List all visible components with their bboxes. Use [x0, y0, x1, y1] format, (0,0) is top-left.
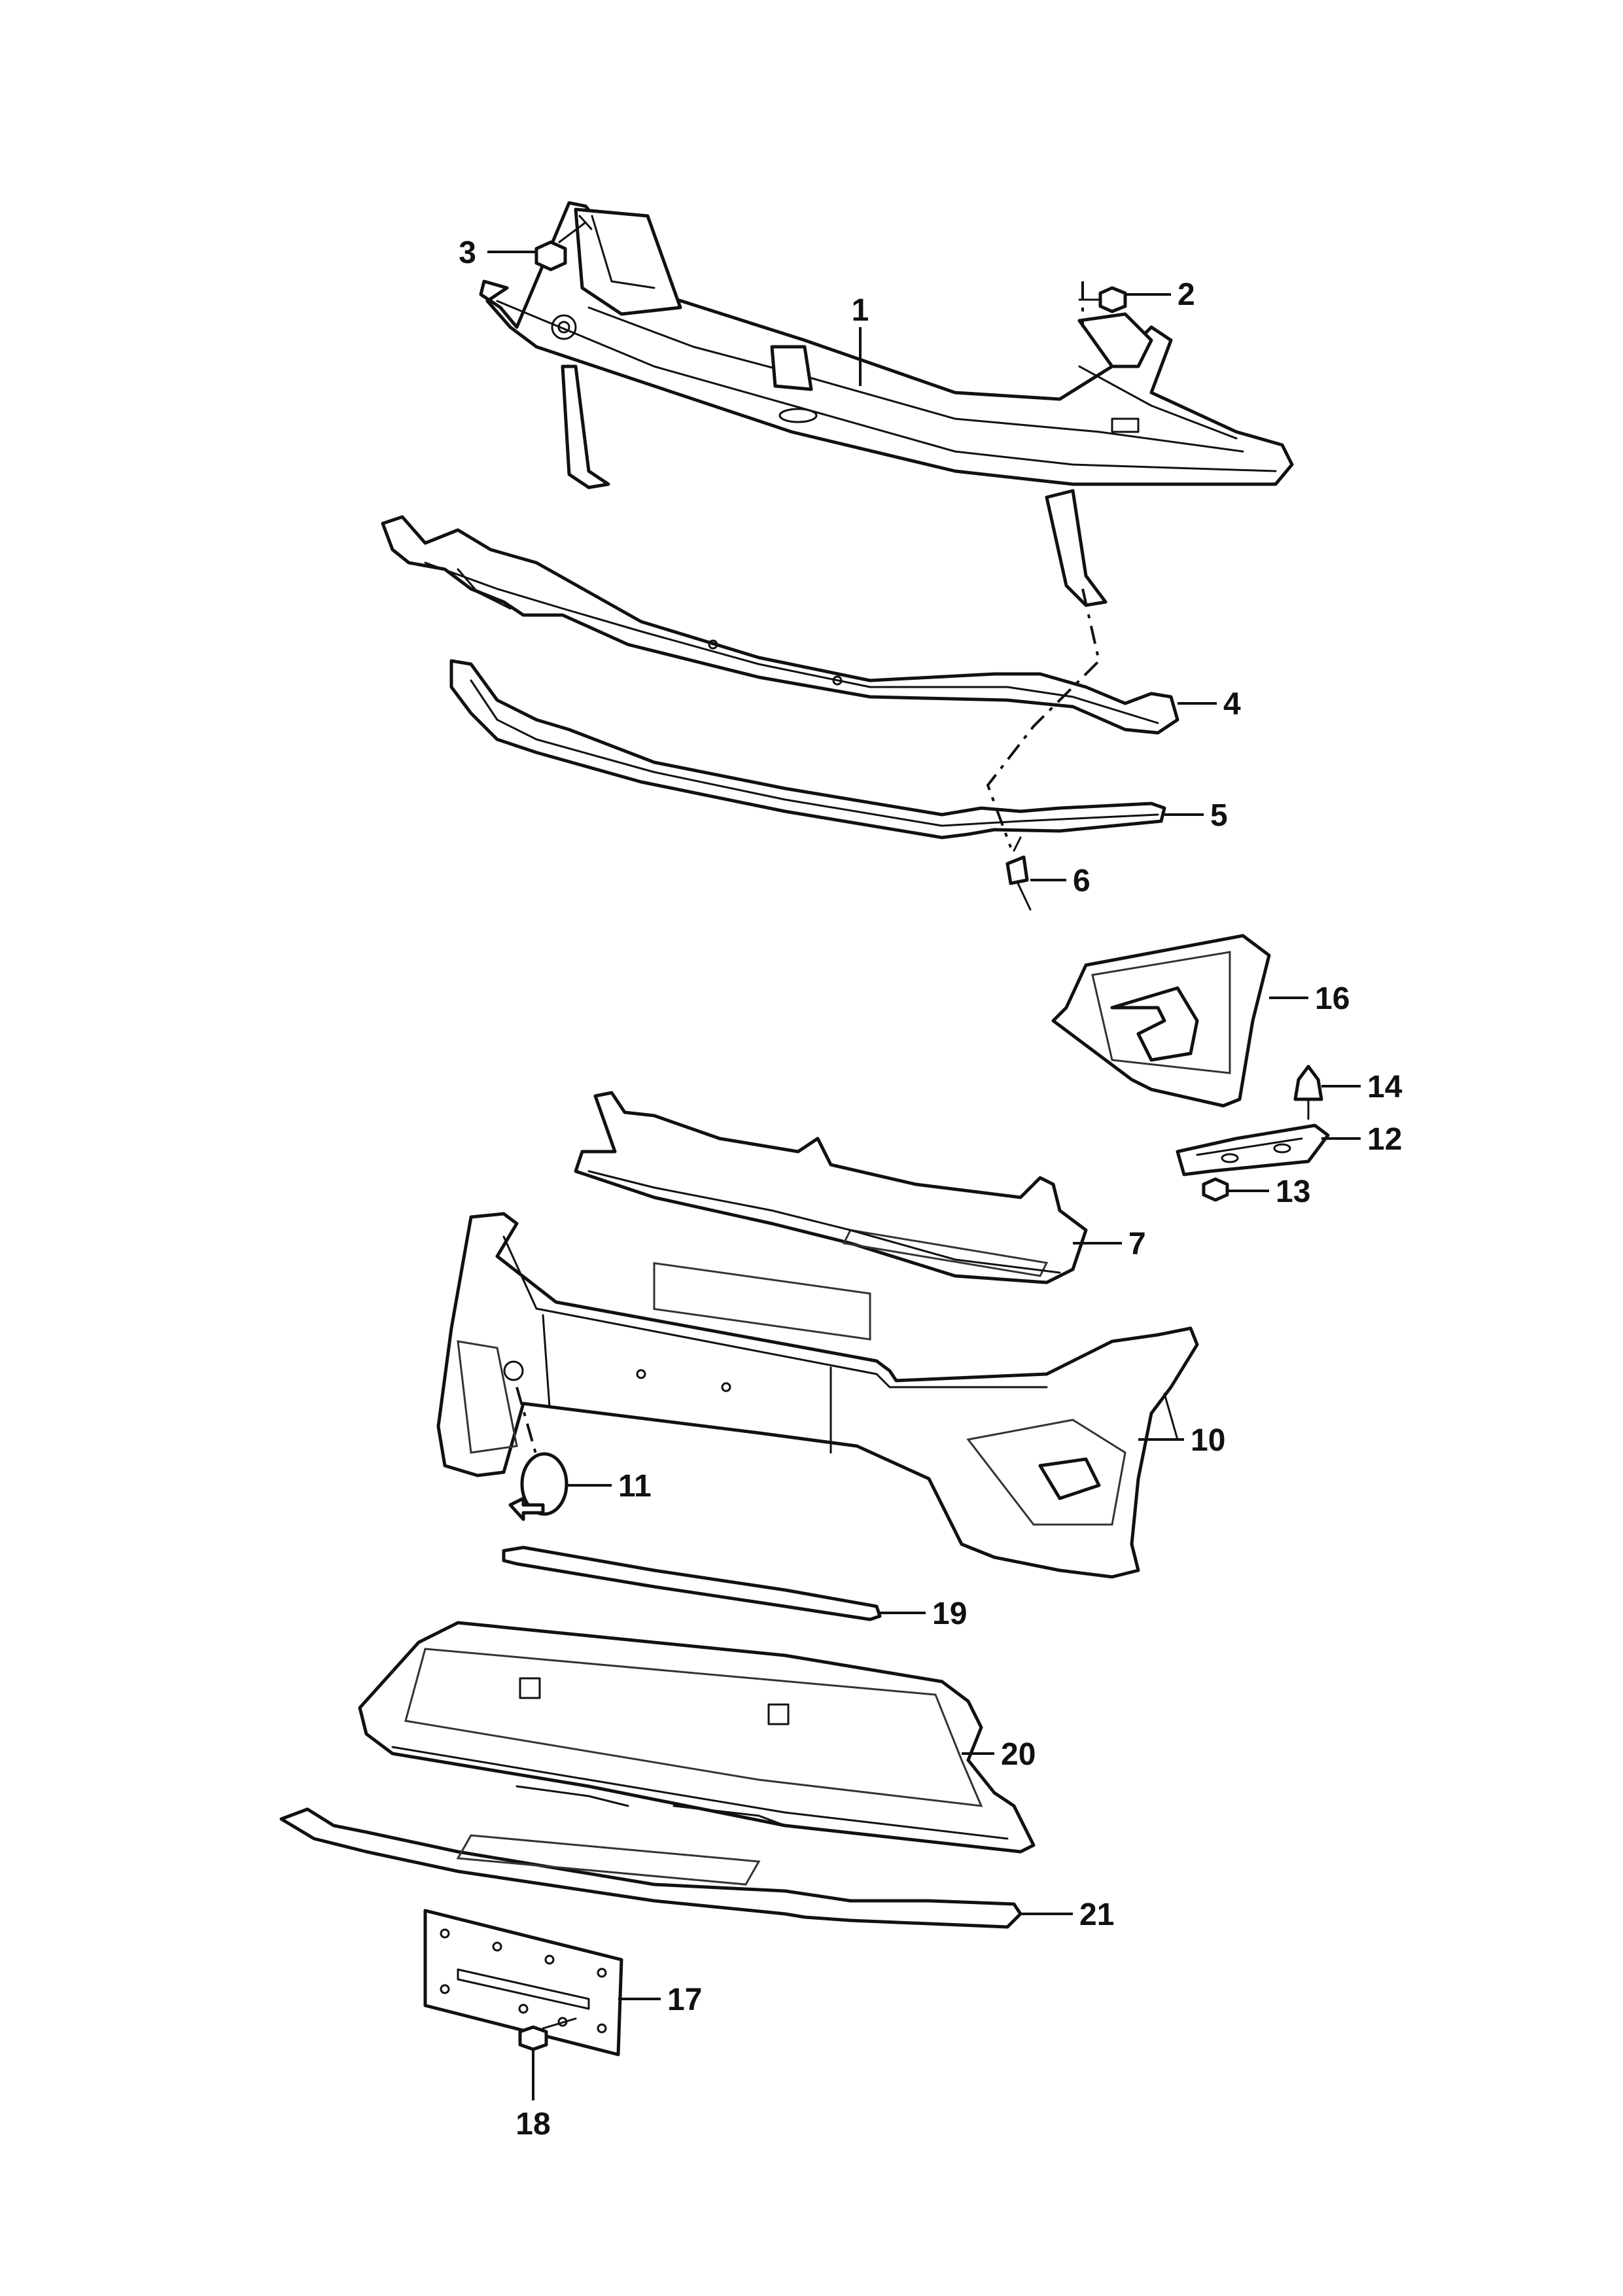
callout-17: 17: [667, 1983, 702, 2017]
callout-5: 5: [1210, 798, 1228, 833]
part-2-bolt: [1078, 281, 1127, 327]
callout-18: 18: [515, 2107, 550, 2142]
callout-3: 3: [459, 236, 476, 270]
part-1-bumper-carrier: [479, 201, 1294, 607]
part-18-screw: [518, 2017, 577, 2051]
part-10-bumper-cover: [436, 1212, 1199, 1579]
callout-1: 1: [852, 293, 869, 328]
callout-2: 2: [1178, 277, 1195, 312]
part-5-trim-strip: [449, 659, 1166, 839]
callout-20: 20: [1001, 1737, 1036, 1772]
part-16-grille-bracket: [1051, 934, 1271, 1108]
callout-7: 7: [1128, 1227, 1146, 1262]
callout-16: 16: [1315, 981, 1350, 1016]
callout-labels: 1 2 3 4 5 6 16 14 12 13 7 10 11 19 20 21…: [459, 236, 1402, 2142]
callout-13: 13: [1276, 1174, 1310, 1209]
leader-lines: [487, 251, 1361, 2100]
part-20-lower-grille: [358, 1621, 1036, 1854]
part-7-grille-carrier: [574, 1091, 1088, 1341]
part-13-nut: [1202, 1177, 1229, 1202]
part-19-trim-strip: [502, 1545, 882, 1621]
callout-11: 11: [618, 1469, 652, 1504]
part-14-clip: [1293, 1065, 1323, 1120]
part-21-lower-spoiler: [279, 1807, 1022, 1929]
callout-12: 12: [1367, 1122, 1402, 1157]
connector-line-right: [986, 588, 1101, 848]
callout-10: 10: [1191, 1423, 1225, 1458]
callout-4: 4: [1223, 687, 1241, 722]
part-4-energy-absorber: [381, 515, 1179, 735]
callout-21: 21: [1079, 1898, 1114, 1932]
part-3-bolt: [534, 215, 593, 272]
callout-14: 14: [1367, 1070, 1403, 1104]
callout-6: 6: [1073, 864, 1091, 898]
part-6-clip: [1005, 836, 1032, 911]
part-12-side-bracket: [1176, 1123, 1330, 1176]
part-11-tow-eye-cap: [508, 1386, 568, 1521]
callout-19: 19: [932, 1597, 967, 1631]
